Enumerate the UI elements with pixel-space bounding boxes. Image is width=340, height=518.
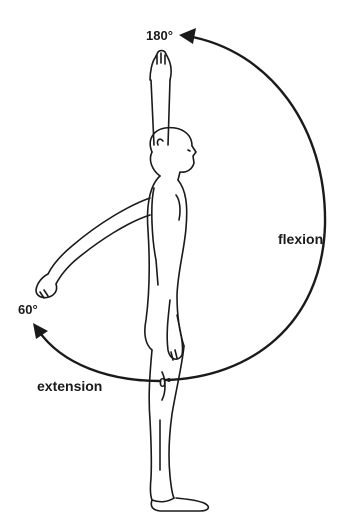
extension-label: extension <box>37 378 102 394</box>
hip-hand <box>167 300 182 360</box>
raised-arm <box>150 51 171 146</box>
torso <box>145 176 187 350</box>
angle-60-label: 60° <box>18 302 38 317</box>
head <box>150 128 196 180</box>
flexion-arrowhead <box>179 28 196 44</box>
flexion-label: flexion <box>278 231 323 247</box>
legs <box>149 346 184 500</box>
angle-0-label: 0° <box>159 375 171 390</box>
extended-arm <box>36 198 150 298</box>
feet <box>151 498 208 511</box>
extension-arrowhead <box>33 323 48 339</box>
human-figure <box>36 51 208 512</box>
flexion-arc <box>165 28 325 380</box>
angle-180-label: 180° <box>146 28 173 43</box>
extension-arc <box>33 323 160 381</box>
